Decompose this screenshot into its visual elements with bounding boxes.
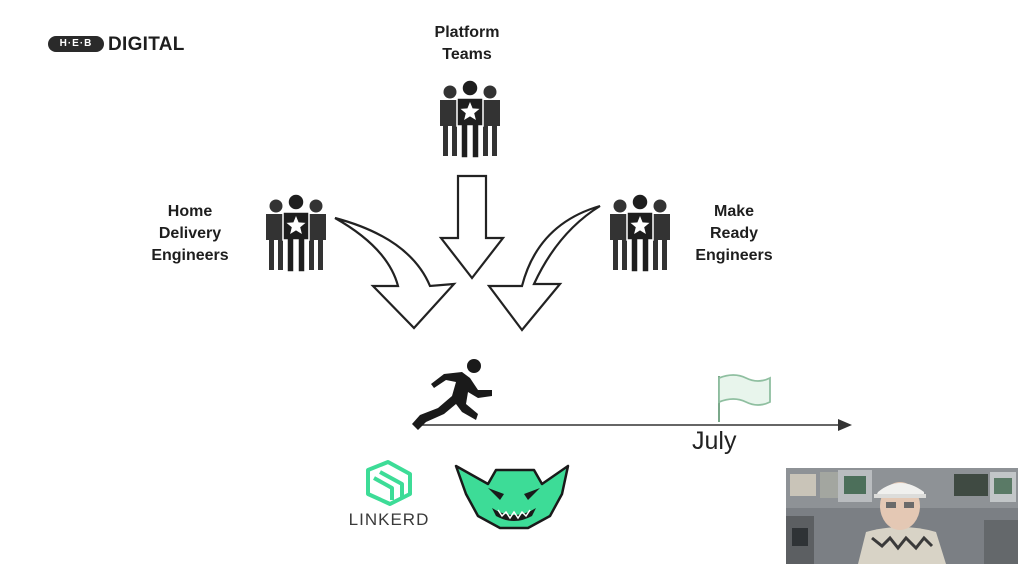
speaker-webcam-feed bbox=[786, 468, 1018, 564]
curved-arrow-right-icon bbox=[486, 204, 601, 332]
logo-text: DIGITAL bbox=[108, 34, 185, 55]
platform-team-icon bbox=[439, 79, 501, 159]
linkerd-label: LINKERD bbox=[348, 510, 430, 529]
heb-brand-mark: H·E·B bbox=[48, 36, 104, 52]
make-ready-team-icon bbox=[609, 193, 671, 273]
timeline-arrowhead bbox=[838, 419, 852, 431]
runner-icon bbox=[412, 359, 492, 430]
curved-arrow-left-icon bbox=[334, 216, 457, 330]
linkerd-logo-icon bbox=[366, 460, 412, 506]
heb-digital-logo: H·E·B DIGITAL bbox=[48, 34, 208, 56]
webcam-scene bbox=[786, 468, 1018, 564]
platform-teams-label: Platform Teams bbox=[434, 24, 500, 63]
goblin-mascot-icon bbox=[454, 464, 570, 530]
make-ready-engineers-label: Make Ready Engineers bbox=[695, 203, 773, 264]
flag-icon bbox=[718, 374, 771, 422]
home-delivery-team-icon bbox=[265, 193, 327, 273]
home-delivery-engineers-label: Home Delivery Engineers bbox=[151, 203, 229, 264]
down-arrow-icon bbox=[438, 174, 506, 280]
timeline-milestone-label: July bbox=[692, 427, 737, 455]
